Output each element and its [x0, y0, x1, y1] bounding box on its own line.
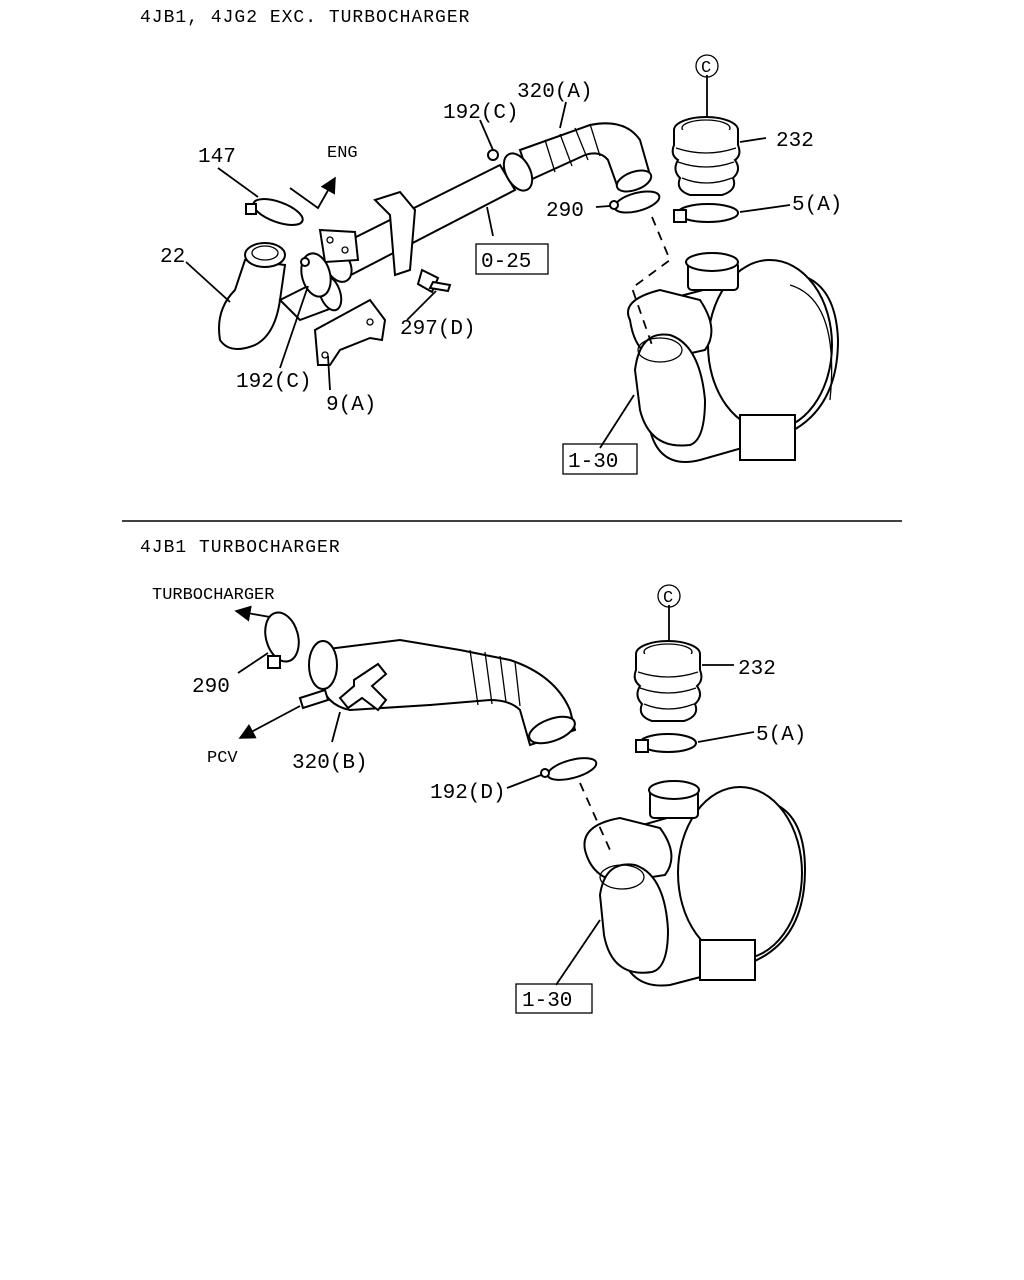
section-title-bottom: 4JB1 TURBOCHARGER [140, 538, 341, 558]
label-pcv: PCV [207, 749, 238, 768]
bolt-297d [416, 268, 452, 294]
callout-232-bottom: 232 [738, 658, 776, 681]
callout-192c-top: 192(C) [443, 102, 519, 125]
callout-232-top: 232 [776, 130, 814, 153]
callout-147: 147 [198, 146, 236, 169]
label-turbocharger: TURBOCHARGER [152, 586, 274, 605]
callout-5a-bottom: 5(A) [756, 724, 806, 747]
callout-320a: 320(A) [517, 81, 593, 104]
label-eng: ENG [327, 144, 358, 163]
boot-232-bottom [633, 640, 703, 722]
callout-22: 22 [160, 246, 185, 269]
section-bottom: 4JB1 TURBOCHARGER [140, 538, 807, 1014]
clamp-147 [245, 198, 304, 226]
callout-192d: 192(D) [430, 782, 506, 805]
callout-290-bottom: 290 [192, 676, 230, 699]
callout-297d: 297(D) [400, 318, 476, 341]
clamp-192c-left [300, 252, 332, 298]
bracket-top [318, 190, 417, 277]
callout-9a: 9(A) [326, 394, 376, 417]
air-cleaner-top [627, 252, 840, 463]
section-top: 4JB1, 4JG2 EXC. TURBOCHARGER [140, 8, 842, 475]
callout-5a-top: 5(A) [792, 194, 842, 217]
callout-192c-bottom: 192(C) [236, 371, 312, 394]
circle-c-top: C [701, 59, 711, 78]
ref-1-30-bottom: 1-30 [522, 990, 572, 1013]
boot-232-top [671, 116, 741, 196]
hose-320b [298, 638, 577, 747]
ref-0-25: 0-25 [481, 251, 531, 274]
clamp-290-bottom [264, 611, 300, 669]
circle-c-bottom: C [663, 589, 673, 608]
callout-320b: 320(B) [292, 752, 368, 775]
clamp-5a-top [673, 203, 739, 223]
hose-320a [518, 122, 653, 193]
callout-290-top: 290 [546, 200, 584, 223]
clamp-290-top [609, 190, 661, 214]
ref-1-30-top: 1-30 [568, 451, 618, 474]
air-cleaner-bottom [583, 780, 807, 987]
clamp-5a-bottom [635, 733, 697, 753]
section-title-top: 4JB1, 4JG2 EXC. TURBOCHARGER [140, 8, 470, 28]
clamp-192d [540, 757, 598, 781]
bracket-9a [313, 298, 387, 366]
